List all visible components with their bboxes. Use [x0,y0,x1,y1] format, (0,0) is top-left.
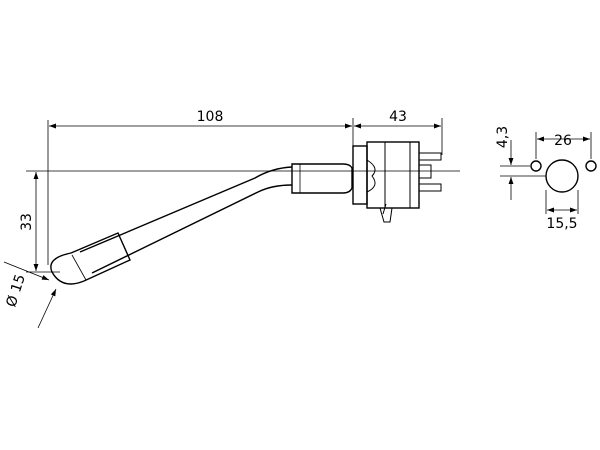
dimension-length: 108 [47,109,354,265]
height-label: 33 [19,213,35,231]
length-label: 108 [197,109,224,125]
switch-housing [352,141,442,223]
lever-sleeve [291,163,353,194]
center-hole [545,159,579,193]
pin-hole-right [585,160,597,172]
hole-diameter-label: 15,5 [546,216,577,232]
mounting-hole-pattern: 26 15,5 4,3 [495,126,597,232]
housing-flange [352,145,368,205]
offset-label: 4,3 [495,126,511,148]
switch-width-label: 43 [389,109,407,125]
lever-side-view [50,163,353,285]
housing-inner-detail [366,159,376,193]
knob-shoulder [71,254,87,281]
lever-shaft-lower-edge [91,184,293,274]
lever-shaft-upper-edge [79,166,293,253]
lever-knob [50,232,131,285]
diameter-line-upper [3,261,50,281]
dimension-height: 33 [19,170,460,273]
mounting-clip [379,207,393,223]
diameter-label: Ø 15 [3,272,29,309]
terminal-upper [418,152,442,161]
hole-spacing-label: 26 [554,133,572,149]
housing-body [366,141,420,209]
terminal-lower [418,183,442,192]
dimension-switch-width: 43 [354,109,443,155]
mounting-clip-pin [382,203,387,215]
diameter-line-lower [37,288,57,329]
pin-hole-left [530,160,542,172]
terminal-mid [418,164,432,179]
